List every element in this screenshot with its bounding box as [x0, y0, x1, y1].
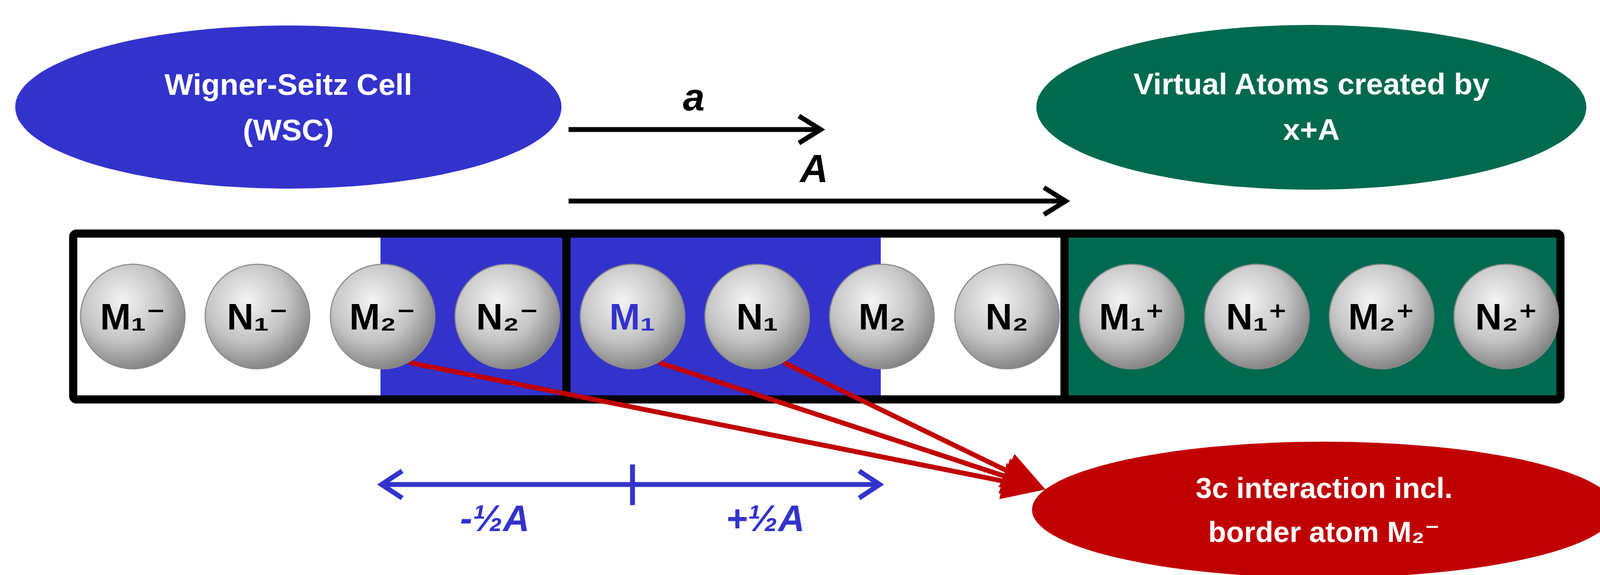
- atom-circle: M₂: [828, 263, 935, 370]
- atom-circle: N₂: [953, 263, 1061, 370]
- text-group: N₂⁺: [1475, 296, 1538, 338]
- text-group: N₁⁺: [1226, 296, 1288, 338]
- atom-sphere: [829, 264, 935, 370]
- ellipse-text: Virtual Atoms created by x+A: [1121, 61, 1501, 153]
- text-group: M₁: [609, 296, 656, 338]
- text-group: M₁⁺: [1099, 296, 1165, 338]
- atom-sphere: [1079, 264, 1185, 370]
- connector-line: [783, 362, 1012, 474]
- ellipse-shape: [15, 25, 562, 189]
- atom-sphere: [705, 264, 810, 370]
- text-group: M₂⁺: [1348, 296, 1416, 338]
- cell-divider: [1060, 233, 1069, 400]
- ellipse-shape: [1031, 441, 1600, 575]
- text-group: M₁⁻: [100, 296, 166, 338]
- atom-label: M₂⁻: [349, 296, 416, 338]
- atom-circle: N₂⁻: [454, 263, 561, 370]
- atom-circle: M₁⁺: [1078, 263, 1185, 370]
- atom-circle: M₁⁻: [79, 263, 186, 370]
- atom-circle: N₁⁻: [204, 263, 311, 370]
- text-group: N₁⁻: [227, 296, 289, 338]
- text-group: M₂: [858, 296, 906, 338]
- node-shape: [1031, 441, 1600, 575]
- atom-label: N₁⁻: [227, 296, 289, 338]
- cell-divider: [562, 233, 571, 400]
- virtual-region: [1066, 233, 1561, 400]
- dimension-tick: [630, 464, 636, 506]
- atom-label: N₂⁺: [1475, 296, 1538, 338]
- atom-sphere: [330, 264, 435, 370]
- atom-sphere: [579, 264, 685, 370]
- connector: [783, 362, 1046, 490]
- arrow-head: [998, 454, 1046, 490]
- vector-label: a: [682, 77, 705, 117]
- arrow-head: [1043, 187, 1066, 215]
- vector-arrow: [568, 127, 818, 133]
- atom-circle: M₂⁻: [329, 263, 436, 370]
- atom-label: M₁: [609, 296, 656, 338]
- atom-label: M₂: [858, 296, 906, 338]
- text-group: N₂⁻: [476, 296, 539, 338]
- ellipse-text: Wigner-Seitz Cell (WSC): [147, 61, 430, 153]
- atom-sphere: [1329, 264, 1435, 370]
- atom-sphere: [80, 264, 186, 370]
- atom-sphere: [1454, 264, 1559, 370]
- wsc-ellipse: Wigner-Seitz Cell (WSC): [15, 25, 562, 189]
- virtual-atoms-ellipse: Virtual Atoms created by x+A: [1036, 24, 1587, 190]
- atom-label: N₂⁻: [476, 296, 539, 338]
- arrow-head: [859, 471, 880, 499]
- text-group: M₂⁻: [349, 296, 416, 338]
- connector: [659, 362, 1046, 494]
- ellipse-text: 3c interaction incl. border atom M₂⁻: [1161, 466, 1487, 554]
- dimension-label: +½A: [725, 499, 805, 537]
- atom-label: N₂: [985, 296, 1029, 338]
- atom-circle: M₁: [579, 263, 686, 370]
- ellipse-shape: [1036, 24, 1587, 190]
- arrow-head: [798, 115, 821, 144]
- chain-frame: [73, 233, 1561, 400]
- vector-arrow: [568, 198, 1063, 204]
- text-group: 3c interaction incl. border atom M₂⁻: [1161, 466, 1487, 554]
- atom-label: N₁: [736, 296, 778, 338]
- vector-label: A: [800, 149, 829, 189]
- atom-sphere: [455, 264, 560, 370]
- text-group: Virtual Atoms created by x+A: [1121, 61, 1501, 153]
- text-group: N₁: [736, 296, 778, 338]
- atom-circle: N₁: [704, 263, 811, 370]
- atom-sphere: [954, 264, 1060, 370]
- connector: [409, 362, 1046, 500]
- atom-label: N₁⁺: [1226, 296, 1288, 338]
- atom-circle: N₂⁺: [1453, 263, 1560, 370]
- connector-line: [659, 362, 1010, 479]
- atom-circle: M₂⁺: [1328, 263, 1435, 370]
- dimension-label: -½A: [460, 499, 530, 537]
- text-group: N₂: [985, 296, 1029, 338]
- atom-label: M₁⁺: [1099, 296, 1165, 338]
- text-group: Wigner-Seitz Cell (WSC): [147, 61, 430, 153]
- arrow-head: [381, 471, 403, 499]
- atom-sphere: [205, 264, 311, 370]
- node-shape: [15, 25, 562, 189]
- atom-label: M₁⁻: [100, 296, 166, 338]
- atom-circle: N₁⁺: [1203, 263, 1311, 370]
- atom-label: M₂⁺: [1348, 296, 1416, 338]
- node-shape: [1036, 24, 1587, 190]
- callout-ellipse: 3c interaction incl. border atom M₂⁻: [1031, 441, 1600, 575]
- atom-sphere: [1204, 264, 1309, 370]
